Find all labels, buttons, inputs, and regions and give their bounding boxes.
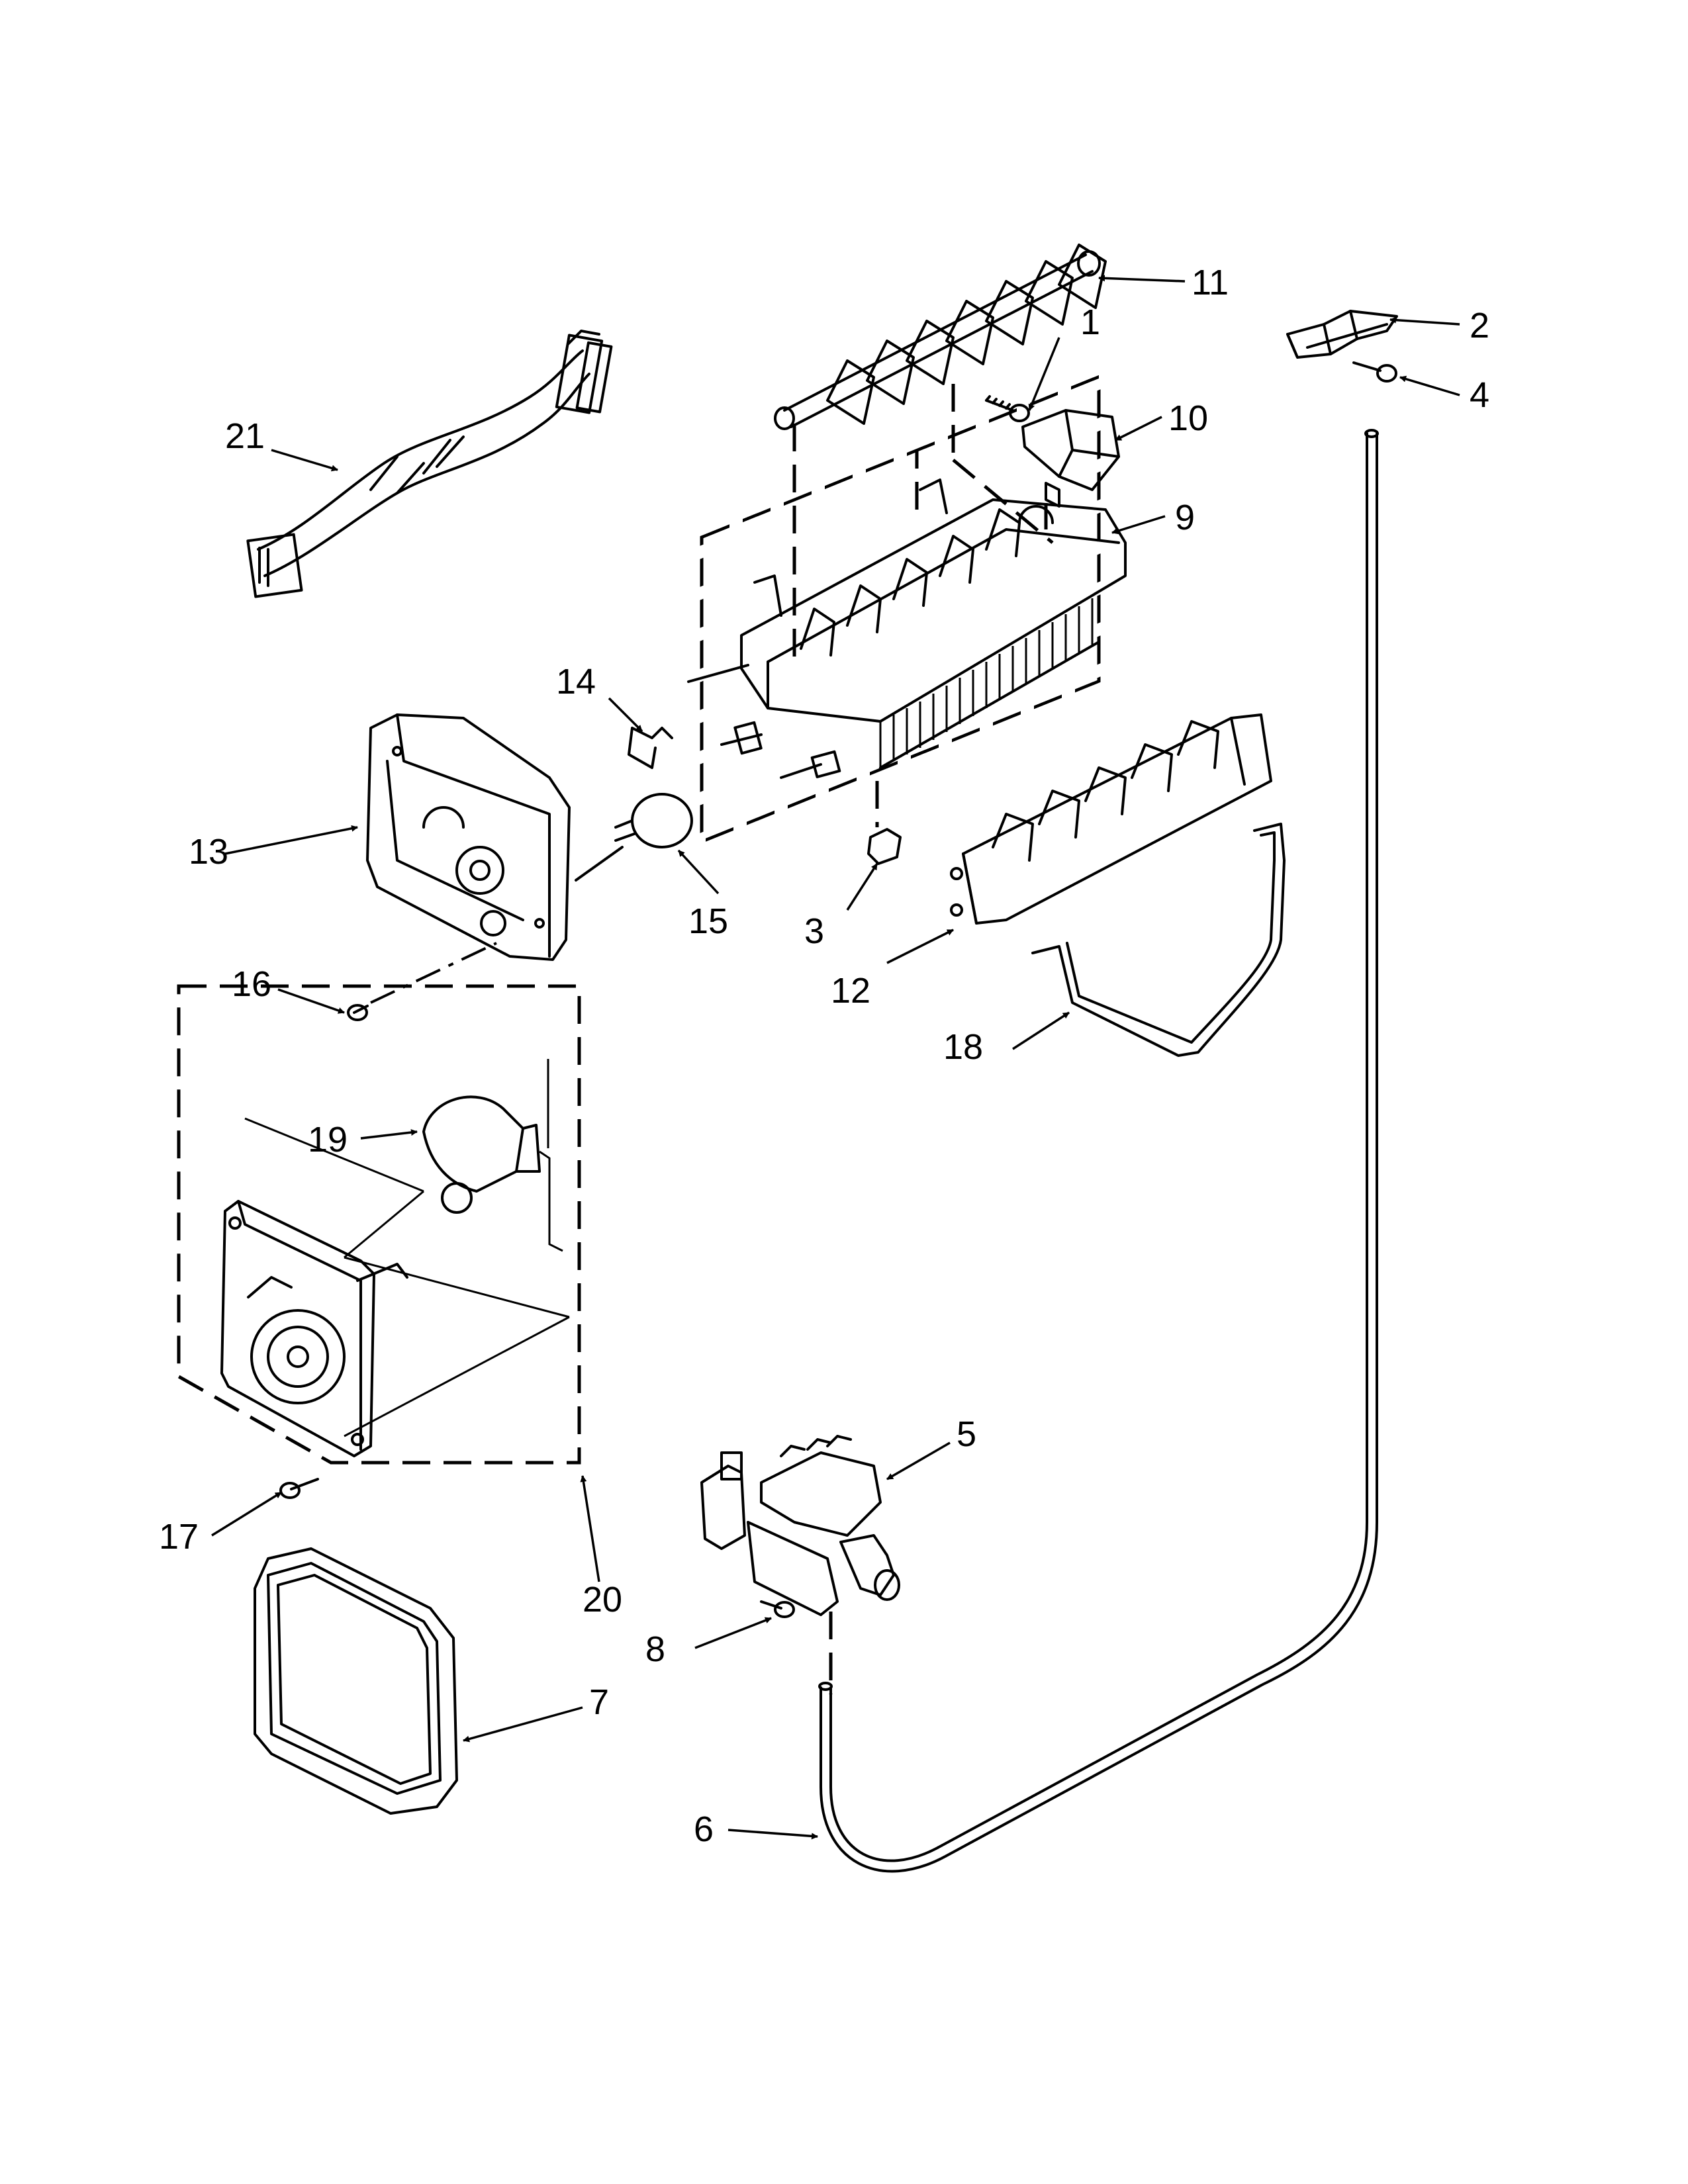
- callout-10: 10: [1168, 398, 1208, 438]
- leader-6: [727, 1829, 818, 1840]
- callout-15: 15: [688, 901, 728, 941]
- leader-17: [211, 1491, 282, 1537]
- callout-4: 4: [1470, 375, 1489, 415]
- module-assembly-dashed-outline: [177, 984, 581, 1465]
- water-tube-part: [818, 429, 1379, 1873]
- callout-1: 1: [1080, 302, 1100, 342]
- mold-part: [687, 478, 1127, 779]
- leader-16: [277, 988, 345, 1014]
- callout-16: 16: [232, 964, 271, 1004]
- housing-cover-part: [254, 1547, 458, 1815]
- callout-13: 13: [189, 832, 228, 872]
- cover-dashed-line: [951, 384, 1054, 544]
- callout-14: 14: [556, 662, 596, 702]
- leader-13: [224, 825, 358, 855]
- leader-21: [271, 449, 338, 472]
- leader-15: [677, 849, 720, 895]
- callout-8: 8: [645, 1629, 665, 1669]
- leader-3: [846, 863, 878, 911]
- leader-11: [1098, 275, 1186, 283]
- callout-leaders: [211, 275, 1460, 1840]
- leader-9: [1111, 515, 1166, 535]
- screw-part-4: [1352, 361, 1397, 383]
- water-valve-part: [700, 1435, 900, 1616]
- callout-18: 18: [943, 1027, 983, 1067]
- callout-11: 11: [1192, 263, 1229, 302]
- control-housing-part: [366, 713, 571, 961]
- screw-part-16: [347, 1004, 369, 1021]
- leader-19: [360, 1129, 418, 1140]
- callout-6: 6: [694, 1809, 714, 1849]
- stripper-part: [950, 713, 1272, 925]
- shutoff-arm-part: [1031, 823, 1286, 1057]
- callout-20: 20: [583, 1580, 622, 1619]
- leader-2: [1389, 316, 1460, 326]
- wire-harness-part: [246, 330, 613, 598]
- callout-2: 2: [1470, 306, 1489, 345]
- screw-16-dashdot-line: [370, 942, 497, 1004]
- motor-part: [422, 1059, 563, 1252]
- callout-7: 7: [589, 1682, 609, 1722]
- bracket-part: [1286, 310, 1398, 359]
- spring-part: [628, 727, 673, 769]
- screw-part-8: [760, 1600, 795, 1618]
- callout-3: 3: [804, 911, 824, 951]
- ejector-part: [774, 244, 1107, 430]
- leader-20: [580, 1475, 600, 1582]
- leader-4: [1399, 375, 1460, 396]
- leader-8: [694, 1617, 772, 1649]
- callout-21: 21: [225, 416, 265, 456]
- leader-14: [608, 697, 643, 733]
- screw-part-17: [279, 1478, 319, 1499]
- leader-7: [463, 1706, 583, 1743]
- module-frame-part: [220, 1117, 570, 1457]
- callout-12: 12: [831, 971, 870, 1011]
- leader-1: [1028, 337, 1060, 411]
- thermostat-part: [575, 793, 693, 882]
- leader-10: [1115, 416, 1162, 441]
- clip-part: [867, 828, 902, 865]
- cover-part: [1021, 409, 1120, 508]
- callout-5: 5: [957, 1414, 976, 1454]
- leader-5: [886, 1441, 951, 1480]
- callout-9: 9: [1175, 498, 1195, 537]
- callout-19: 19: [308, 1120, 348, 1160]
- leader-18: [1012, 1011, 1070, 1050]
- leader-12: [886, 929, 954, 964]
- callout-17: 17: [159, 1517, 199, 1557]
- screw-part-1: [985, 395, 1030, 422]
- mold-assembly-dashed-outline: [700, 374, 1101, 844]
